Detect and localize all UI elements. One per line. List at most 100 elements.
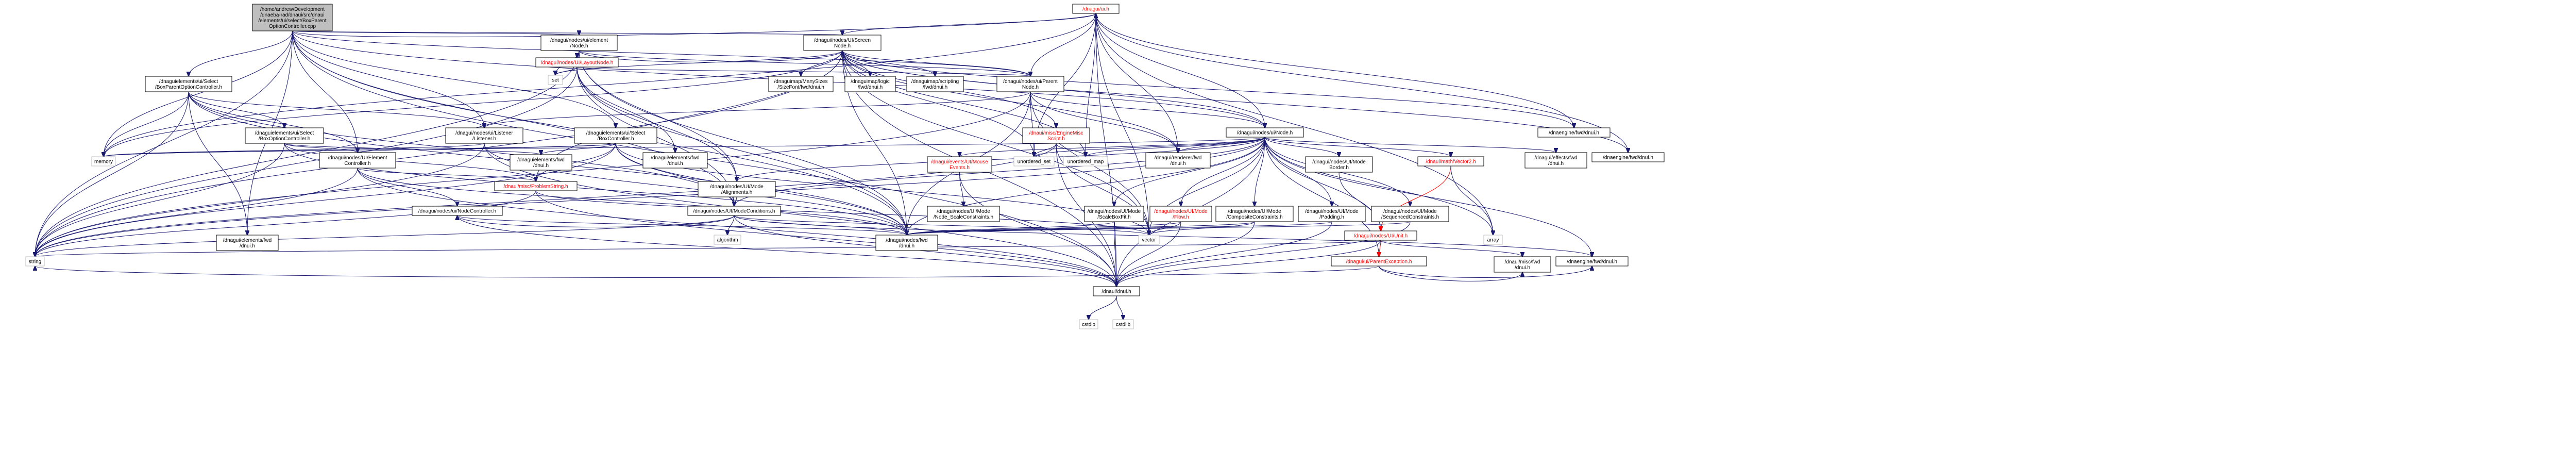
edge-uinodecont-to-dnaui [457,215,1117,287]
edge-uilayoutnode-to-fwdui [577,66,675,153]
node-fwd1[interactable]: /dnaguielements/fwd/dnui.h [510,154,572,171]
node-enginefwd3[interactable]: /dnaengine/fwd/dnui.h [1555,256,1629,267]
node-uisequenced[interactable]: /dnagui/nodes/UI/Mode/SequencedConstrain… [1371,206,1449,222]
edge-root-to-uicnode [292,31,843,35]
edge-elementbox-to-parentnode [579,50,1030,76]
node-box [906,76,964,92]
node-box [1331,256,1427,267]
node-scriptingfwd[interactable]: /dnaguimap/scripting/fwd/dnui.h [906,76,964,92]
node-uimode[interactable]: /dnagui/nodes/UI/Mode/Alignments.h [698,181,776,197]
node-label: array [1487,238,1499,243]
node-label: /Flow.h [1173,214,1189,220]
node-label: /BoxParentOptionController.h [155,85,222,90]
node-box [25,256,45,267]
edge-root-to-listener [292,30,485,128]
node-label: cstdlib [1116,322,1131,328]
node-label: /home/andrew/Development [260,7,325,12]
edge-root-to-elementbox [292,31,580,35]
node-box [1022,127,1090,144]
node-box [548,75,563,85]
node-label: algorithm [717,238,738,243]
edge-nodeh-to-uicomposite [1255,137,1265,206]
node-uisizefwd[interactable]: /dnagui/nodes/UI/Mode/ScaleBoxFit.h [1084,206,1144,222]
node-dnaui[interactable]: /dnaui/dnui.h [1093,286,1140,296]
node-label: /fwd/dnui.h [858,85,883,90]
node-label: /dnagui/nodes/UI/Mode [1154,209,1208,214]
node-selectbpoc[interactable]: /dnaguielements/ui/Select/BoxParentOptio… [145,76,232,92]
node-dnaengine[interactable]: /dnagui/nodes/fwd/dnui.h [875,235,938,251]
node-parentexc[interactable]: /dnagui/ui/ParentException.h [1331,256,1427,267]
node-uilayoutnode[interactable]: /dnagui/nodes/UI/LayoutNode.h [535,57,619,68]
node-label: /dnagui/nodes/UI/Mode [1088,209,1141,214]
node-memory: memory [91,156,116,167]
node-fwdfwd[interactable]: /dnaengine/fwd/dnui.h [1537,127,1611,138]
node-label: /dnagui/nodes/UI/Mode [937,209,990,214]
node-label: Events.h [950,165,970,171]
node-box [412,206,503,216]
node-root[interactable]: /home/andrew/Development/dnaeba-rad/dnau… [252,4,333,31]
node-label: /dnagui/nodes/ui/element [550,38,608,43]
node-label: /Listener.h [472,136,496,142]
node-effectsfwd[interactable]: /dnagui/effects/fwd/dnui.h [1524,152,1587,169]
edge-uimodecond-to-enginefwd3 [734,215,1592,257]
node-label: /BoxController.h [597,136,634,142]
node-box [252,4,333,31]
edge-dnaguiui-to-dnaui [1095,13,1116,287]
edge-parentnode-to-listener [484,91,1031,128]
edge-parentnode-to-rendererfwd [1030,91,1178,153]
node-dnaguiui[interactable]: /dnagui/ui.h [1072,4,1120,14]
node-uinodecont[interactable]: /dnagui/nodes/ui/NodeController.h [412,206,503,216]
node-uipadding[interactable]: /dnagui/nodes/UI/Mode/Padding.h [1298,206,1366,222]
node-uimodecond[interactable]: /dnagui/nodes/UI/ModeConditions.h [687,206,781,216]
node-fontmanager[interactable]: /dnaguimap/ManySizes/SizeFont/fwd/dnui.h [768,76,834,92]
node-multitable[interactable]: /dnaui/misc/ProblemString.h [494,181,578,191]
node-box [844,76,896,92]
edge-listener-to-string [35,143,485,257]
node-mathvector[interactable]: /dnaui/math/Vector2.h [1417,156,1484,167]
node-elementbox[interactable]: /dnagui/nodes/ui/element/Node.h [540,35,618,51]
node-label: /dnagui/nodes/ui/Listener [455,130,513,136]
node-label: /dnui.h [1515,265,1530,271]
node-logicfwd[interactable]: /dnaguimap/logic/fwd/dnui.h [844,76,896,92]
node-uicomposite[interactable]: /dnagui/nodes/UI/Mode/CompositeConstrain… [1215,206,1294,222]
node-uiunit[interactable]: /dnagui/nodes/UI/Unit.h [1344,230,1417,241]
node-box [1145,152,1211,169]
node-nodeh[interactable]: /dnagui/nodes/ui/Node.h [1226,127,1304,138]
node-box [1093,286,1140,296]
node-label: /dnagui/nodes/UI/Mode [1312,159,1366,165]
node-listener[interactable]: /dnagui/nodes/ui/Listener/Listener.h [445,127,523,144]
node-scaleconstraints[interactable]: /dnagui/nodes/UI/Mode/Node_ScaleConstrai… [927,206,1000,222]
edge-uielement-to-dnaui [357,168,1116,287]
edge-dnaguiui-to-nodeh [1095,13,1265,128]
edge-selectbox-to-string [35,143,616,257]
edge-uicnode-to-scriptingfwd [842,50,935,76]
node-enginefwd2[interactable]: /dnaengine/fwd/dnui.h [1591,152,1665,162]
edge-uimode-to-uimodecond [734,196,737,206]
node-label: /dnaui/misc/fwd [1505,259,1540,265]
edge-dnaguiui-to-fwdfwd [1095,13,1574,128]
node-uiflow[interactable]: /dnagui/nodes/UI/Mode/Flow.h [1149,206,1212,222]
node-box [1483,235,1503,245]
node-box [540,35,618,51]
node-label: Controller.h [344,161,370,167]
node-selectboxopt[interactable]: /dnaguielements/ui/Select/BoxOptionContr… [245,127,324,144]
node-selectbox[interactable]: /dnaguielements/ui/Select/BoxController.… [574,127,657,144]
edge-selectbox-to-multitable [536,143,616,181]
node-unordered_set: unordered_set [1013,156,1055,167]
node-fwdui2[interactable]: /dnagui/elements/fwd/dnui.h [216,235,279,251]
node-fwdui[interactable]: /dnagui/elements/fwd/dnui.h [642,152,708,169]
node-rendererfwd[interactable]: /dnagui/renderer/fwd/dnui.h [1145,152,1211,169]
node-label: /dnagui/elements/fwd [651,155,700,161]
node-fwdfwd2[interactable]: /dnaui/misc/fwd/dnui.h [1494,256,1551,273]
edge-uimodecond-to-uinodecont [457,215,735,227]
node-box [1524,152,1587,169]
edge-nodeh-to-uipadding [1264,137,1332,206]
node-label: /CompositeConstraints.h [1226,214,1283,220]
edge-nodeh-to-mathvector [1264,137,1451,157]
